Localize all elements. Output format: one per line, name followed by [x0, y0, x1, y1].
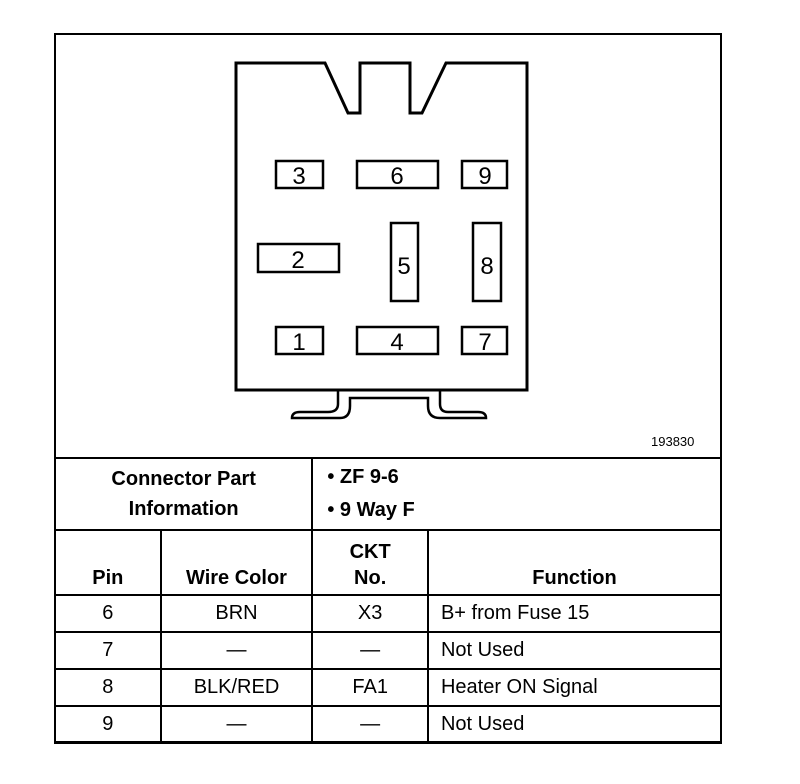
pin-label: 5	[397, 253, 410, 280]
part-info-list: ZF 9-6 9 Way F	[311, 457, 722, 531]
pin-cavity-7: 7	[460, 325, 509, 356]
part-info-item: 9 Way F	[327, 494, 720, 527]
pin-cavity-5: 5	[389, 221, 420, 303]
pin-cavity-8: 8	[471, 221, 503, 303]
cell-ckt: —	[311, 631, 429, 670]
connector-info-table: Connector Part Information ZF 9-6 9 Way …	[53, 457, 723, 744]
cell-ckt: —	[311, 705, 429, 744]
header-wire-color: Wire Color	[159, 529, 314, 596]
table-row: 8 BLK/RED FA1 Heater ON Signal	[54, 668, 723, 707]
cell-ckt: FA1	[311, 668, 429, 707]
connector-diagram: 3 6 9 2 5 8 1 4 7	[234, 61, 529, 420]
header-ckt-no: CKT No.	[311, 529, 429, 596]
part-info-label-line2: Information	[128, 498, 239, 520]
pin-cavity-4: 4	[355, 325, 440, 356]
cell-wire-color: BRN	[159, 594, 314, 633]
pin-cavity-3: 3	[274, 159, 325, 190]
pin-label: 4	[390, 329, 403, 356]
cell-function: B+ from Fuse 15	[426, 594, 723, 633]
part-info-label: Connector Part Information	[53, 457, 314, 531]
cell-wire-color: —	[159, 705, 314, 744]
pin-cavity-1: 1	[274, 325, 325, 356]
cell-wire-color: BLK/RED	[159, 668, 314, 707]
pin-cavity-2: 2	[256, 242, 341, 274]
cell-pin: 8	[54, 668, 162, 707]
pin-cavity-6: 6	[355, 159, 440, 190]
connector-body	[234, 61, 529, 392]
cell-pin: 6	[54, 594, 162, 633]
pin-label: 9	[478, 163, 491, 190]
cell-function: Not Used	[426, 631, 723, 670]
pin-label: 3	[292, 163, 305, 190]
pin-label: 6	[390, 163, 403, 190]
cell-function: Not Used	[426, 705, 723, 744]
pin-label: 8	[480, 253, 493, 280]
part-info-item: ZF 9-6	[327, 461, 720, 494]
header-pin: Pin	[54, 529, 162, 596]
pin-label: 2	[291, 247, 304, 274]
pin-label: 1	[292, 329, 305, 356]
table-row: 6 BRN X3 B+ from Fuse 15	[54, 594, 723, 633]
table-row: 9 — — Not Used	[54, 705, 723, 744]
cell-pin: 9	[54, 705, 162, 744]
pin-cavity-9: 9	[460, 159, 509, 190]
header-row: Pin Wire Color CKT No. Function	[54, 529, 723, 596]
part-info-label-line1: Connector Part	[111, 468, 256, 490]
header-function: Function	[426, 529, 723, 596]
cell-wire-color: —	[159, 631, 314, 670]
cell-function: Heater ON Signal	[426, 668, 723, 707]
figure-id: 193830	[651, 434, 695, 449]
cell-ckt: X3	[311, 594, 429, 633]
pin-label: 7	[478, 329, 491, 356]
part-info-row: Connector Part Information ZF 9-6 9 Way …	[53, 457, 722, 531]
connector-latch	[290, 390, 488, 420]
table-row: 7 — — Not Used	[54, 631, 723, 670]
cell-pin: 7	[54, 631, 162, 670]
